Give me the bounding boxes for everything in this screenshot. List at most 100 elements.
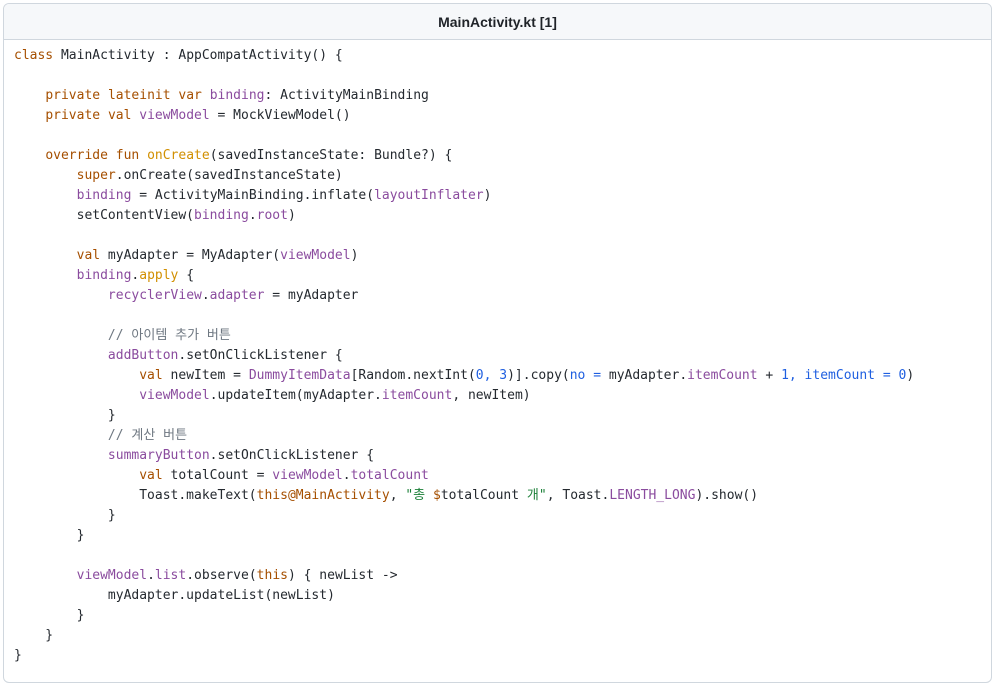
code-token: // 아이템 추가 버튼 bbox=[107, 328, 231, 343]
code-line: val totalCount = viewModel.totalCount bbox=[14, 466, 991, 486]
code-token: .setOnClickListener { bbox=[178, 348, 343, 363]
code-token: )].copy( bbox=[507, 368, 570, 383]
code-token: . bbox=[342, 468, 351, 483]
code-token: super bbox=[76, 168, 116, 183]
code-token bbox=[139, 148, 147, 163]
code-token: root bbox=[256, 208, 288, 223]
code-line: binding.apply { bbox=[14, 266, 991, 286]
code-token: class bbox=[14, 48, 54, 63]
code-token: { bbox=[178, 268, 195, 283]
code-line: val myAdapter = MyAdapter(viewModel) bbox=[14, 246, 991, 266]
code-token: myAdapter. bbox=[601, 368, 688, 383]
code-token: viewModel bbox=[280, 248, 351, 263]
code-token: . bbox=[147, 568, 155, 583]
code-token: recyclerView bbox=[107, 288, 202, 303]
code-token bbox=[14, 468, 139, 483]
code-line: myAdapter.updateList(newList) bbox=[14, 586, 991, 606]
code-token: viewModel bbox=[139, 108, 210, 123]
code-line: private lateinit var binding: ActivityMa… bbox=[14, 86, 991, 106]
code-token: 0, 3 bbox=[475, 368, 508, 383]
code-token: .updateItem(myAdapter. bbox=[209, 388, 382, 403]
code-line: addButton.setOnClickListener { bbox=[14, 346, 991, 366]
code-token: onCreate bbox=[147, 148, 210, 163]
code-token bbox=[14, 568, 77, 583]
code-token bbox=[14, 248, 77, 263]
code-line bbox=[14, 306, 991, 326]
code-token: } bbox=[14, 608, 85, 623]
code-token bbox=[14, 148, 45, 163]
code-token: ) bbox=[350, 248, 359, 263]
code-line: } bbox=[14, 526, 991, 546]
code-line: // 계산 버튼 bbox=[14, 426, 991, 446]
code-token: var bbox=[178, 88, 202, 103]
code-token bbox=[14, 288, 108, 303]
code-token: adapter bbox=[209, 288, 265, 303]
code-token: .observe( bbox=[186, 568, 257, 583]
code-line: setContentView(binding.root) bbox=[14, 206, 991, 226]
code-line: } bbox=[14, 406, 991, 426]
code-line: // 아이템 추가 버튼 bbox=[14, 326, 991, 346]
code-token: this@MainActivity bbox=[256, 488, 390, 503]
code-token: 1, itemCount = 0 bbox=[781, 368, 907, 383]
code-token: totalCount = bbox=[162, 468, 273, 483]
code-token: . bbox=[248, 208, 257, 223]
code-token: } bbox=[14, 508, 116, 523]
code-line: class MainActivity : AppCompatActivity()… bbox=[14, 46, 991, 66]
code-token: private bbox=[45, 88, 101, 103]
code-line: } bbox=[14, 506, 991, 526]
code-token: itemCount bbox=[687, 368, 758, 383]
code-token: , newItem) bbox=[452, 388, 531, 403]
code-token: private bbox=[45, 108, 101, 123]
code-token bbox=[100, 108, 108, 123]
code-token: } bbox=[14, 648, 22, 663]
code-token: .setOnClickListener { bbox=[209, 448, 375, 463]
code-token: viewModel bbox=[139, 388, 210, 403]
code-line: viewModel.list.observe(this) { newList -… bbox=[14, 566, 991, 586]
code-line bbox=[14, 126, 991, 146]
code-token: } bbox=[14, 628, 54, 643]
code-token: } bbox=[14, 528, 85, 543]
code-line: } bbox=[14, 646, 991, 666]
code-token: binding bbox=[76, 188, 132, 203]
code-token: binding bbox=[76, 268, 132, 283]
code-token bbox=[202, 88, 210, 103]
code-token: val bbox=[76, 248, 101, 263]
code-line: recyclerView.adapter = myAdapter bbox=[14, 286, 991, 306]
file-header: MainActivity.kt [1] bbox=[4, 4, 991, 40]
code-token: no = bbox=[569, 368, 602, 383]
code-line: } bbox=[14, 626, 991, 646]
code-token: . bbox=[131, 268, 140, 283]
code-token: newItem = bbox=[162, 368, 249, 383]
code-line: private val viewModel = MockViewModel() bbox=[14, 106, 991, 126]
code-token: val bbox=[139, 468, 163, 483]
code-token: = ActivityMainBinding.inflate( bbox=[131, 188, 375, 203]
code-token: LENGTH_LONG bbox=[609, 488, 696, 503]
code-token bbox=[14, 328, 108, 343]
code-token bbox=[14, 268, 77, 283]
code-token: lateinit bbox=[107, 88, 171, 103]
code-token: val bbox=[139, 368, 163, 383]
code-token bbox=[14, 428, 108, 443]
code-token: MainActivity : AppCompatActivity() { bbox=[53, 48, 343, 63]
code-token bbox=[14, 348, 108, 363]
code-token: this bbox=[256, 568, 288, 583]
code-line: val newItem = DummyItemData[Random.nextI… bbox=[14, 366, 991, 386]
code-token: addButton bbox=[107, 348, 179, 363]
code-token: ) bbox=[287, 208, 296, 223]
code-token: } bbox=[14, 408, 116, 423]
code-token: ) bbox=[906, 368, 915, 383]
code-token: ) { newList -> bbox=[287, 568, 398, 583]
code-token: DummyItemData bbox=[248, 368, 351, 383]
code-token: apply bbox=[139, 268, 179, 283]
code-token: . bbox=[201, 288, 210, 303]
file-title: MainActivity.kt [1] bbox=[438, 13, 557, 30]
code-token: "총 bbox=[405, 488, 433, 503]
code-token: myAdapter.updateList(newList) bbox=[14, 588, 335, 603]
code-token: = myAdapter bbox=[264, 288, 359, 303]
code-token bbox=[14, 368, 139, 383]
code-token: fun bbox=[115, 148, 140, 163]
code-file-panel: MainActivity.kt [1] class MainActivity :… bbox=[3, 3, 992, 683]
code-token bbox=[14, 168, 77, 183]
code-token: myAdapter = MyAdapter( bbox=[100, 248, 281, 263]
code-token: $ bbox=[432, 488, 441, 503]
